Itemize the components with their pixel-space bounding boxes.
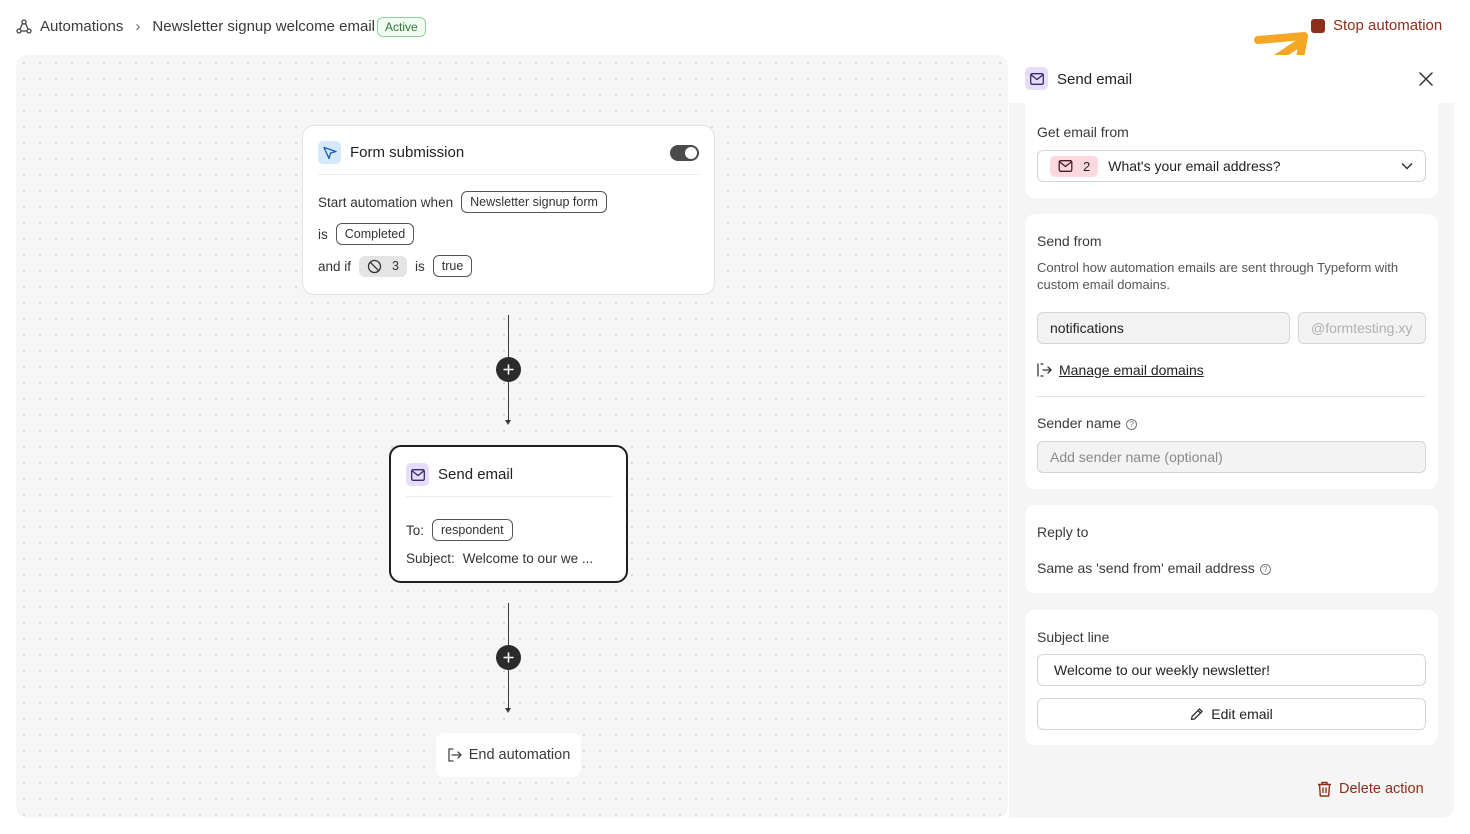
sender-name-placeholder: Add sender name (optional) [1050,449,1223,465]
trash-icon [1318,781,1331,797]
add-step-button[interactable] [496,357,521,382]
sender-local-part-input[interactable]: notifications [1037,312,1290,344]
question-chip: 2 [1050,155,1099,177]
trigger-condition-question: and if 3 is true [318,255,473,277]
question-chip[interactable]: 3 [359,255,407,277]
manage-domains-link[interactable]: Manage email domains [1037,362,1204,378]
form-chip[interactable]: Newsletter signup form [461,191,607,213]
connector-arrow-icon [505,420,511,425]
value-chip[interactable]: true [432,255,473,277]
sender-name-input[interactable]: Add sender name (optional) [1037,441,1426,473]
end-automation-label: End automation [468,747,571,763]
panel-header: Send email [1009,55,1454,103]
sender-name-label: Sender name? [1037,415,1138,431]
delete-action-label: Delete action [1339,781,1424,797]
exit-icon [447,748,462,762]
trigger-condition-status: is Completed [318,223,415,245]
recipient-chip[interactable]: respondent [432,519,513,541]
sender-domain-value: @formtesting.xyz [1311,320,1413,336]
reply-to-section: Reply to Same as 'send from' email addre… [1025,505,1438,593]
stop-automation-label: Stop automation [1333,17,1443,34]
close-icon[interactable] [1419,72,1433,89]
question-number: 2 [1083,158,1091,174]
external-link-icon [1037,363,1052,377]
question-number: 3 [392,259,399,273]
stop-automation-button[interactable]: Stop automation [1311,17,1442,34]
send-email-panel: Send email Get email from 2 What's your … [1009,55,1454,818]
trigger-card[interactable]: Form submission Start automation when Ne… [302,125,715,295]
question-text: What's your email address? [1108,158,1281,174]
stop-icon [1311,18,1325,33]
get-email-section: Get email from 2 What's your email addre… [1025,103,1438,198]
help-icon[interactable]: ? [1259,563,1271,575]
help-icon[interactable]: ? [1126,418,1138,430]
edit-email-button[interactable]: Edit email [1037,698,1426,730]
subject-label: Subject: [406,551,455,566]
mail-icon [1025,67,1048,90]
breadcrumb-root-link[interactable]: Automations [40,18,124,35]
form-submission-icon [318,141,341,164]
mail-icon [1058,160,1073,172]
mail-icon [406,463,429,486]
subject-section: Subject line Welcome to our weekly newsl… [1025,610,1438,745]
trigger-title: Form submission [350,144,465,161]
delete-action-button[interactable]: Delete action [1317,781,1424,797]
status-chip[interactable]: Completed [335,223,415,245]
send-from-label: Send from [1037,233,1102,249]
end-automation-node[interactable]: End automation [436,733,581,777]
send-email-card[interactable]: Send email To: respondent Subject: Welco… [389,445,628,583]
trigger-enable-toggle[interactable] [670,144,699,161]
manage-domains-label: Manage email domains [1059,362,1204,378]
connector-arrow-icon [505,708,511,713]
divider [318,174,699,175]
edit-email-label: Edit email [1211,706,1273,722]
no-entry-icon [367,259,382,274]
chevron-down-icon [1401,162,1413,170]
email-to-row: To: respondent [406,519,513,541]
subject-line-input[interactable]: Welcome to our weekly newsletter! [1037,654,1426,686]
send-email-card-header: Send email [391,447,626,496]
subject-line-label: Subject line [1037,629,1110,645]
sender-domain-field: @formtesting.xyz [1298,312,1426,344]
divider [1037,396,1426,397]
reply-to-option: Same as 'send from' email address? [1037,560,1271,576]
breadcrumb-separator: › [135,18,141,35]
condition-label: is [318,226,328,242]
email-subject-row: Subject: Welcome to our we ... [406,551,593,566]
sender-local-part-value: notifications [1050,320,1124,336]
get-email-label: Get email from [1037,124,1129,140]
trigger-condition-form: Start automation when Newsletter signup … [318,191,607,213]
reply-to-label: Reply to [1037,524,1089,540]
panel-title: Send email [1057,71,1133,88]
condition-label: and if [318,258,352,274]
subject-preview: Welcome to our we ... [462,551,594,566]
pencil-icon [1191,708,1203,721]
breadcrumb: Automations › Newsletter signup welcome … [16,18,375,35]
automation-canvas[interactable]: Form submission Start automation when Ne… [16,55,1008,818]
email-question-select[interactable]: 2 What's your email address? [1037,150,1426,182]
condition-label: Start automation when [318,194,454,210]
send-email-title: Send email [438,466,514,483]
condition-label: is [414,258,425,274]
trigger-card-header: Form submission [303,126,714,174]
breadcrumb-current: Newsletter signup welcome email [152,18,375,35]
add-step-button[interactable] [496,645,521,670]
sender-name-label-text: Sender name [1037,415,1122,431]
to-label: To: [406,522,425,538]
reply-to-option-text: Same as 'send from' email address [1037,560,1255,576]
send-from-description: Control how automation emails are sent t… [1037,260,1399,292]
divider [406,496,611,497]
status-badge: Active [377,17,426,37]
subject-line-value: Welcome to our weekly newsletter! [1054,662,1271,678]
top-bar: Automations › Newsletter signup welcome … [0,0,1470,90]
automations-icon [16,18,32,35]
send-from-section: Send from Control how automation emails … [1025,214,1438,489]
